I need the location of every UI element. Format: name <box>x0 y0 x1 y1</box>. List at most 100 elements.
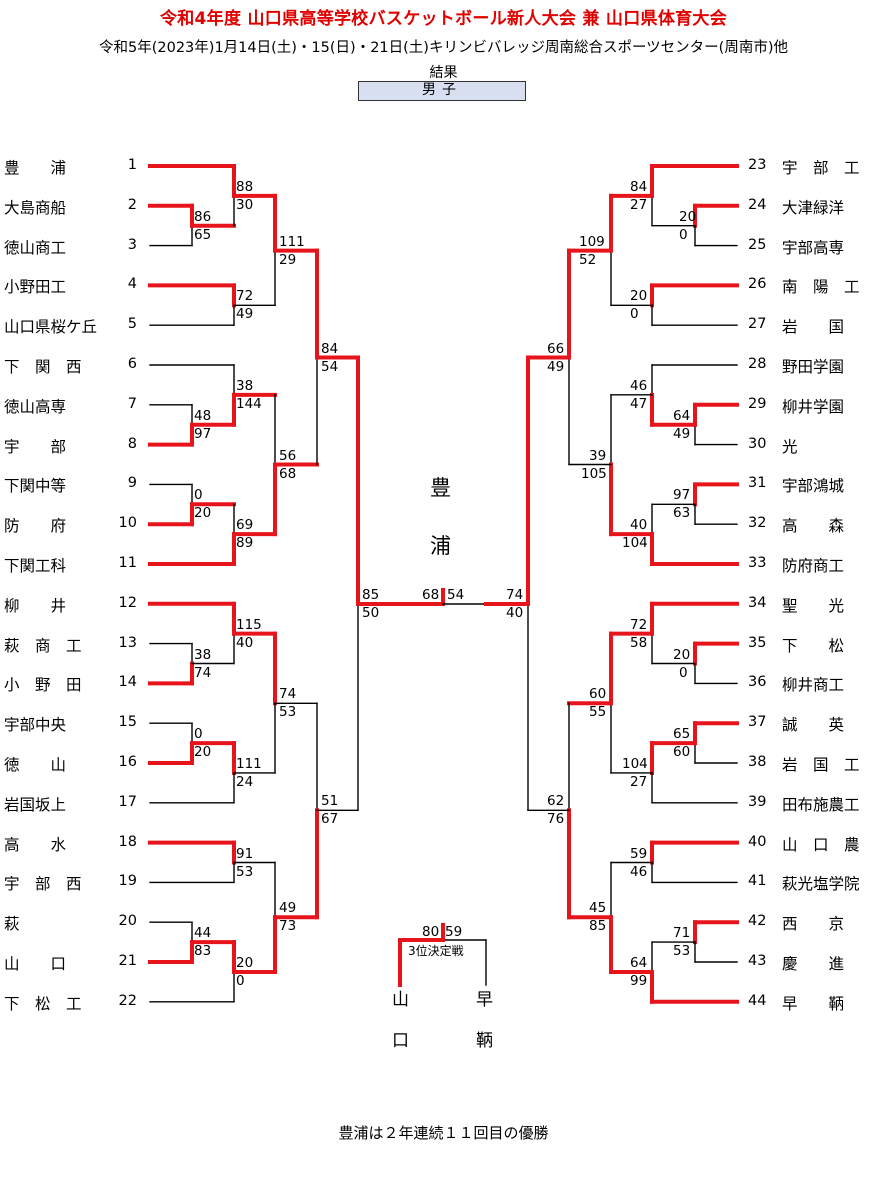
score: 72 <box>236 288 254 305</box>
score: 85 <box>589 918 607 935</box>
team-seed-number: 43 <box>748 953 767 969</box>
score: 20 <box>236 954 254 971</box>
score: 99 <box>630 972 648 989</box>
team-name: 萩光塩学院 <box>782 875 860 894</box>
score: 76 <box>547 811 565 828</box>
score: 40 <box>506 605 524 621</box>
team-name: 宇 部 工 <box>782 159 860 177</box>
team-name: 西 京 <box>782 915 845 934</box>
team-seed-number: 8 <box>127 435 137 452</box>
team-name: 柳井学園 <box>782 397 845 416</box>
team-seed-number: 12 <box>118 594 137 611</box>
score: 58 <box>630 634 648 651</box>
team-seed-number: 34 <box>748 594 767 611</box>
team-seed-number: 9 <box>127 475 137 492</box>
team-name: 徳山高専 <box>4 397 67 416</box>
team-name: 田布施農工 <box>782 795 860 814</box>
score: 69 <box>236 517 254 534</box>
score: 91 <box>236 845 254 862</box>
score: 38 <box>194 646 212 663</box>
team-seed-number: 23 <box>748 157 767 173</box>
score: 68 <box>279 465 297 482</box>
team-seed-number: 11 <box>118 555 137 571</box>
team-name: 野田学園 <box>782 358 845 376</box>
team-name: 慶 進 <box>782 955 845 973</box>
third-place-right-team-2: 鞆 <box>476 1031 493 1051</box>
team-name: 小 野 田 <box>4 676 82 695</box>
score: 55 <box>589 704 607 721</box>
result-label: 結果 <box>429 65 458 81</box>
score: 111 <box>236 755 262 772</box>
team-seed-number: 25 <box>748 236 767 253</box>
score: 105 <box>581 465 607 482</box>
team-seed-number: 13 <box>118 634 137 651</box>
team-name: 岩 国 <box>782 318 845 337</box>
team-name: 萩 商 工 <box>4 636 82 655</box>
team-name: 下 関 西 <box>4 358 82 376</box>
score: 27 <box>630 196 648 213</box>
score: 40 <box>630 517 648 534</box>
team-seed-number: 44 <box>748 992 767 1009</box>
score: 97 <box>194 425 212 442</box>
score: 85 <box>362 587 380 603</box>
score: 20 <box>194 505 212 522</box>
team-name: 宇部中央 <box>4 716 67 735</box>
score: 46 <box>630 377 648 394</box>
score: 0 <box>679 664 688 681</box>
team-seed-number: 38 <box>748 754 767 770</box>
score: 20 <box>673 646 691 663</box>
score: 48 <box>194 407 212 424</box>
footer-note: 豊浦は２年連続１１回目の優勝 <box>338 1124 549 1142</box>
score: 89 <box>236 535 254 552</box>
team-seed-number: 41 <box>748 873 767 890</box>
team-name: 柳井商工 <box>782 676 845 695</box>
team-name: 萩 <box>4 915 20 934</box>
team-name: 下 松 工 <box>4 994 82 1013</box>
team-name: 徳 山 <box>4 756 67 774</box>
third-place-left-team-2: 口 <box>392 1031 409 1051</box>
score: 29 <box>279 251 297 268</box>
score: 47 <box>630 395 648 412</box>
team-name: 高 水 <box>4 835 67 854</box>
team-seed-number: 5 <box>127 316 137 333</box>
team-name: 光 <box>782 437 798 456</box>
score: 53 <box>236 863 254 880</box>
score: 84 <box>321 340 339 357</box>
team-name: 山口県桜ケ丘 <box>4 318 98 337</box>
score: 38 <box>236 377 254 394</box>
team-name: 宇 部 西 <box>4 875 82 894</box>
team-name: 柳 井 <box>4 596 67 615</box>
score: 104 <box>622 755 648 772</box>
team-name: 聖 光 <box>782 596 845 615</box>
score: 0 <box>679 226 688 243</box>
champion-name-1: 豊 <box>430 476 451 500</box>
score: 64 <box>673 407 691 424</box>
score: 52 <box>579 251 597 268</box>
score: 74 <box>279 686 297 703</box>
score: 49 <box>673 425 691 442</box>
score: 62 <box>547 793 565 810</box>
team-name: 宇部鴻城 <box>782 477 845 496</box>
score: 0 <box>630 306 639 323</box>
team-name: 宇 部 <box>4 437 67 456</box>
team-seed-number: 35 <box>748 634 767 651</box>
score: 72 <box>630 616 648 633</box>
third-place-right-team-1: 早 <box>476 990 493 1010</box>
team-seed-number: 3 <box>127 236 137 253</box>
team-name: 防 府 <box>4 517 67 536</box>
score: 71 <box>673 925 691 942</box>
score: 60 <box>673 744 691 761</box>
score: 104 <box>622 535 648 552</box>
score: 44 <box>194 925 212 942</box>
score: 51 <box>321 793 339 810</box>
third-place-left-team-1: 山 <box>392 990 409 1010</box>
score: 86 <box>194 208 212 225</box>
score: 20 <box>630 288 648 305</box>
team-name: 岩国坂上 <box>4 795 67 814</box>
score: 67 <box>321 811 339 828</box>
team-name: 下 松 <box>782 636 845 655</box>
score: 56 <box>279 447 297 464</box>
team-seed-number: 33 <box>748 555 767 571</box>
team-name: 下関中等 <box>4 477 67 496</box>
